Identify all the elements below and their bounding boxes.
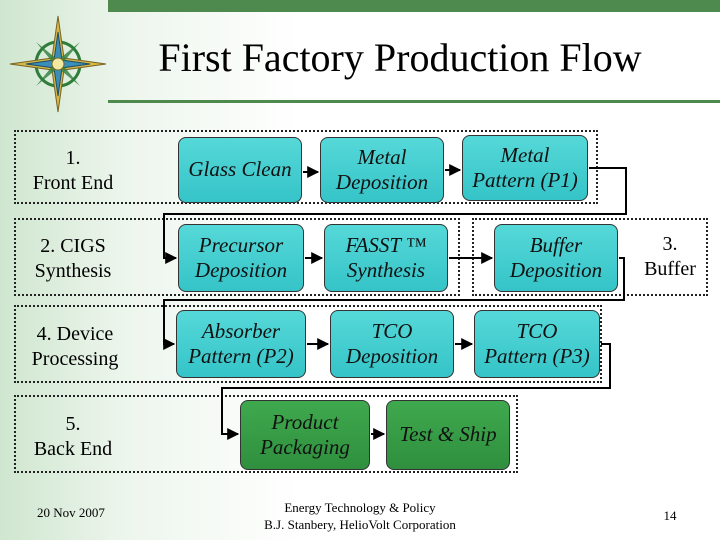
group-back-end [14, 395, 518, 473]
step-product-packaging: Product Packaging [240, 400, 370, 470]
stage-label-front-end: 1. Front End [32, 147, 114, 194]
step-metal-deposition: Metal Deposition [320, 137, 444, 203]
stage-label-buffer: 3. Buffer [644, 233, 696, 280]
step-glass-clean: Glass Clean [178, 137, 302, 203]
stage-label-back-end: 5. Back End [33, 413, 113, 460]
title-underline [108, 100, 720, 103]
step-absorber-pattern: Absorber Pattern (P2) [176, 310, 306, 378]
footer-organization: Energy Technology & Policy B.J. Stanbery… [264, 500, 456, 532]
step-metal-pattern: Metal Pattern (P1) [462, 135, 588, 201]
footer-date: 20 Nov 2007 [37, 505, 105, 520]
step-test-ship: Test & Ship [386, 400, 510, 470]
stage-label-device-processing: 4. Device Processing [31, 323, 119, 370]
page-number: 14 [663, 508, 677, 523]
stage-label-cigs-synthesis: 2. CIGS Synthesis [34, 235, 112, 282]
step-tco-pattern: TCO Pattern (P3) [474, 310, 600, 378]
compass-star-logo [9, 15, 107, 113]
arrow-pattern-to-packaging [221, 343, 611, 440]
page-title: First Factory Production Flow [158, 35, 642, 80]
step-buffer-deposition: Buffer Deposition [494, 224, 618, 292]
header-accent-bar [108, 0, 720, 12]
step-fasst-synthesis: FASST ™ Synthesis [324, 224, 448, 292]
arrow-buffer-to-absorber [163, 257, 625, 350]
arrow-pattern-to-precursor [163, 167, 627, 264]
step-tco-deposition: TCO Deposition [330, 310, 454, 378]
step-precursor-deposition: Precursor Deposition [178, 224, 304, 292]
